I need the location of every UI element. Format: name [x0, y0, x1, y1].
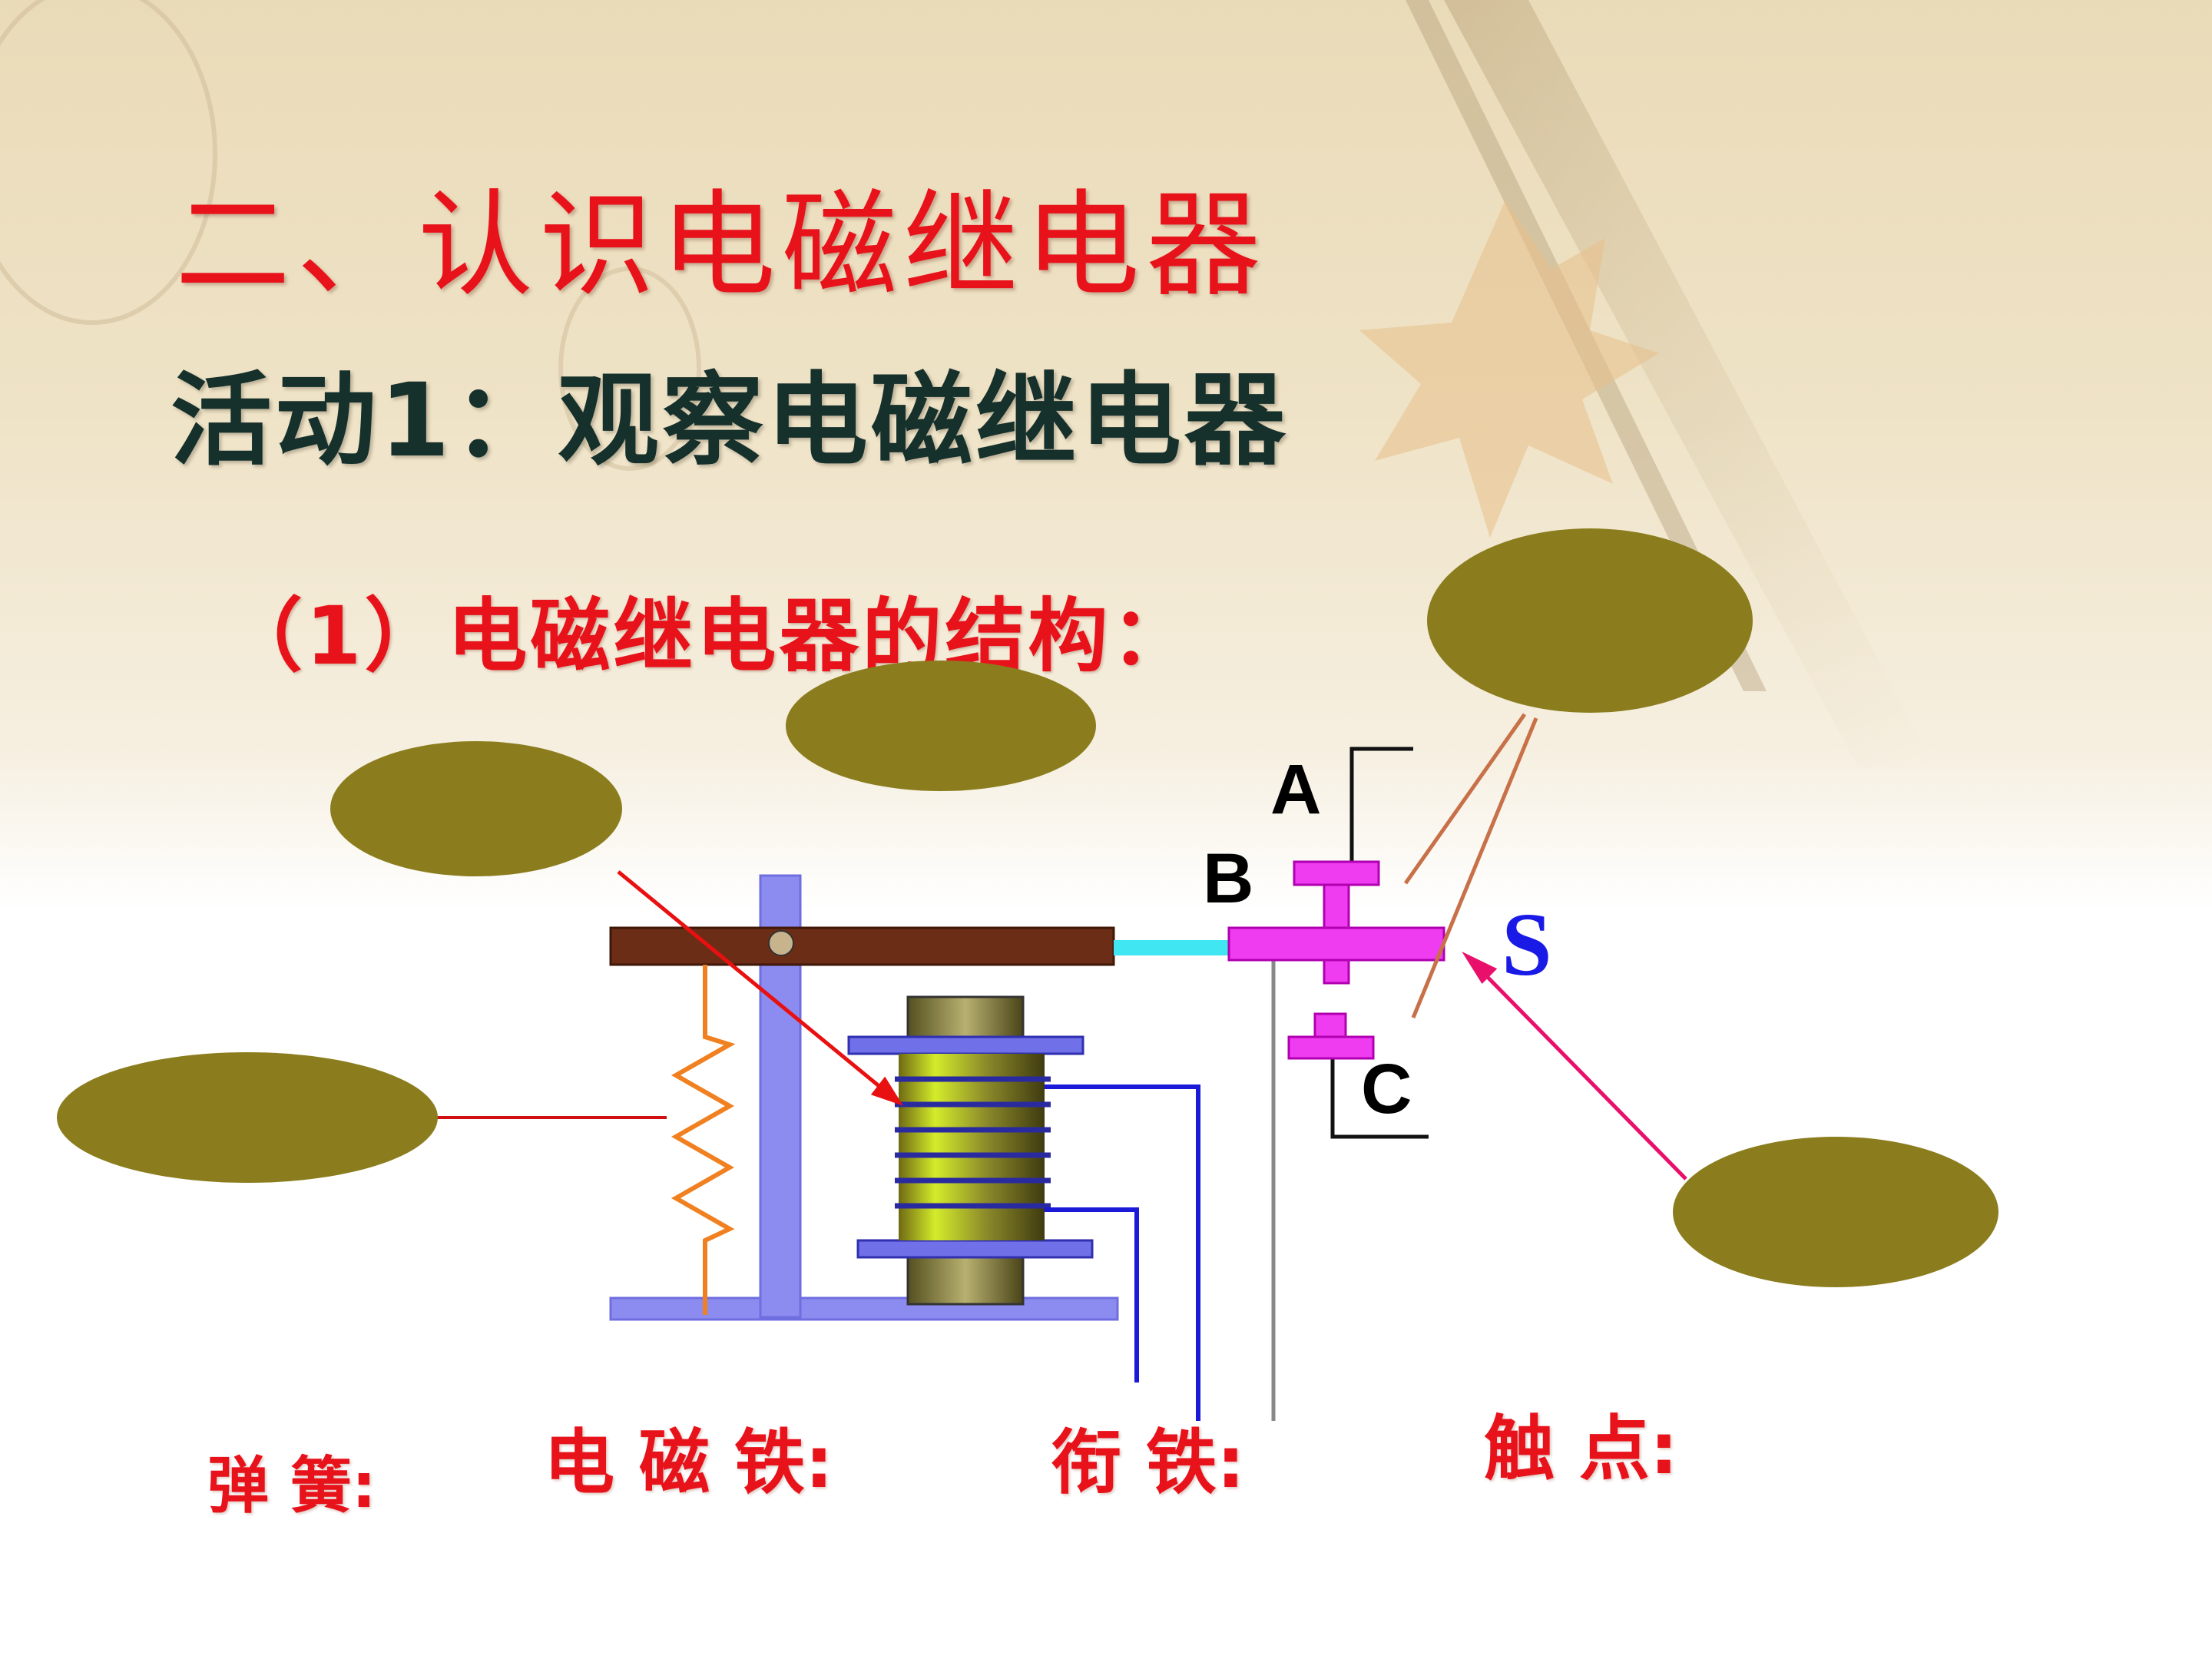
contact-c-terminal — [1330, 1045, 1429, 1139]
callout-blank-contact — [1427, 528, 1753, 713]
armature-bar — [609, 926, 1115, 966]
insulating-link — [1114, 940, 1229, 955]
contacts — [1227, 860, 1445, 1060]
spring — [671, 965, 736, 1315]
contact-label-a: A — [1270, 750, 1322, 829]
label-contact: 触 点: — [1484, 1408, 1678, 1490]
callout-blank-spring — [57, 1052, 438, 1183]
label-spring: 弹 簧: — [207, 1450, 376, 1522]
contact-a-terminal — [1349, 747, 1413, 868]
structure-subtitle: （1）电磁继电器的结构： — [223, 589, 1194, 683]
coil-lead-upper — [1045, 1084, 1200, 1421]
label-electromagnet: 电 磁 铁: — [544, 1422, 833, 1504]
base-plate — [609, 1296, 1119, 1321]
pointer-lines — [430, 713, 1687, 1181]
contact-label-b: B — [1203, 839, 1254, 918]
callout-blank-armature — [786, 661, 1096, 791]
slide-title: 二、认识电磁继电器 — [175, 179, 1268, 313]
pivot-pin — [768, 930, 794, 956]
callout-blank-switch — [1673, 1137, 1998, 1287]
coil-lead-lower — [1045, 1207, 1139, 1382]
electromagnet — [847, 995, 1094, 1306]
switch-label-s: S — [1502, 894, 1552, 995]
contact-label-c: C — [1361, 1050, 1412, 1128]
label-armature: 衔 铁: — [1051, 1422, 1245, 1504]
activity-heading: 活动1：观察电磁继电器 — [171, 362, 1289, 480]
callout-blanks — [57, 528, 1998, 1287]
callout-blank-coil — [330, 741, 622, 876]
